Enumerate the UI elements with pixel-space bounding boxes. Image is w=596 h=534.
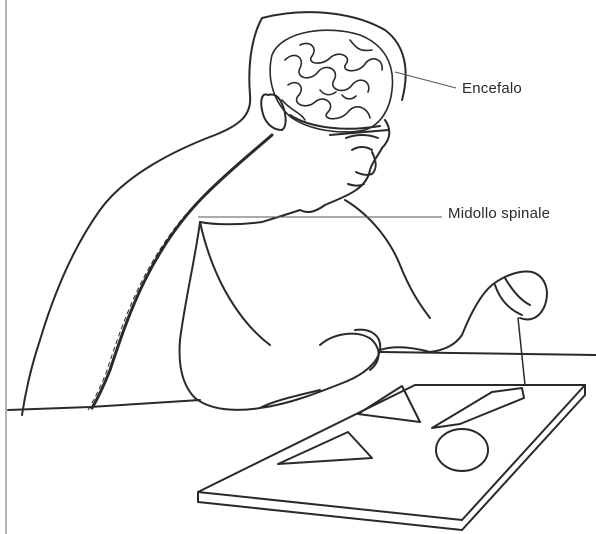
- forearm-left: [260, 390, 320, 408]
- back-outline: [22, 12, 406, 415]
- hand-left: [320, 334, 379, 370]
- arm-left: [180, 222, 381, 410]
- pencil: [518, 318, 525, 385]
- triangle-bottom: [278, 432, 372, 464]
- arm-right: [380, 272, 547, 352]
- shoulder-front: [345, 200, 430, 318]
- spinal-cord-inner: [88, 138, 268, 410]
- board-edge: [198, 385, 585, 530]
- wedge-right: [432, 388, 524, 428]
- circle-piece: [436, 429, 488, 471]
- board: [198, 385, 585, 520]
- mouth: [348, 184, 364, 186]
- triangle-top: [358, 386, 420, 422]
- brain: [270, 30, 392, 132]
- eye: [352, 147, 372, 150]
- chest-outline: [200, 222, 270, 345]
- label-encefalo: Encefalo: [462, 80, 522, 97]
- label-midollo-spinale: Midollo spinale: [448, 205, 550, 222]
- eyebrow: [346, 135, 378, 138]
- hand-right: [495, 278, 530, 315]
- spinal-cord: [92, 135, 272, 408]
